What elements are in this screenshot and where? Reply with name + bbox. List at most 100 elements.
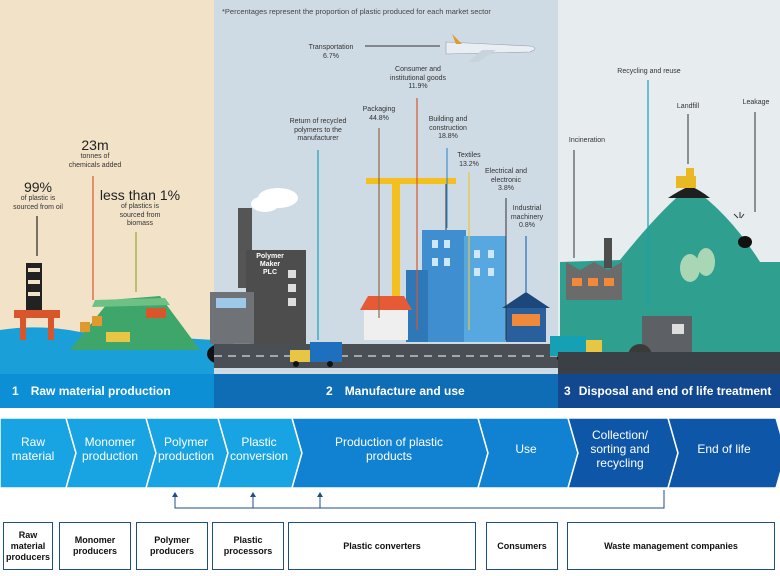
actor-polymer-1: Polymer — [154, 535, 190, 545]
chemicals-stat-text-1: tonnes of — [80, 153, 110, 160]
sector-textiles-pct: 13.2% — [459, 160, 479, 168]
sector-building-name-1: Building and — [428, 116, 468, 123]
return-label: Return of recycled polymers to the manuf… — [278, 118, 358, 144]
sector-building-pct: 18.8% — [438, 133, 458, 140]
sector-machinery: Industrial machinery 0.8% — [502, 205, 552, 231]
biomass-stat-text-1: of plastics is — [120, 203, 160, 210]
chain-end-of-life-1: End of life — [697, 442, 751, 456]
shop-icon — [360, 296, 412, 340]
chain-end-of-life: End of life — [676, 418, 772, 480]
actor-consumers: Consumers — [486, 522, 558, 570]
leakage-bag-icon — [733, 212, 752, 248]
stage-manufacture: 2 Manufacture and use — [214, 374, 558, 408]
actor-monomer-2: producers — [72, 546, 117, 556]
sector-packaging: Packaging 44.8% — [354, 106, 404, 123]
chain-raw-material-1: Raw — [20, 435, 45, 449]
chemicals-stat: 23m tonnes of chemicals added — [60, 138, 130, 170]
sector-building-name-2: construction — [429, 124, 467, 132]
factory-sign: Polymer Maker PLC — [250, 253, 290, 277]
stage-disposal: 3 Disposal and end of life treatment — [558, 374, 780, 408]
sector-textiles: Textiles 13.2% — [446, 152, 492, 169]
disposal-road — [558, 352, 780, 374]
sector-electrical-name-1: Electrical and — [484, 168, 528, 175]
sector-building: Building and construction 18.8% — [416, 116, 480, 142]
oil-stat-text-1: of plastic is — [20, 195, 56, 202]
chain-collection-3: recycling — [596, 456, 644, 470]
sector-packaging-pct: 44.8% — [369, 114, 389, 122]
leakage-label: Leakage — [742, 99, 770, 106]
chain-use: Use — [486, 418, 566, 480]
return-label-1: Return of recycled — [289, 118, 347, 125]
return-label-2: polymers to the — [294, 126, 342, 134]
stage-raw-material: 1 Raw material production — [0, 374, 214, 408]
incineration-label: Incineration — [568, 137, 606, 144]
chain-monomer-2: production — [81, 449, 139, 463]
sector-machinery-name-1: Industrial — [512, 205, 542, 212]
landfill-label: Landfill — [676, 103, 700, 110]
stage-raw-material-label: Raw material production — [30, 384, 171, 398]
bulldozer-icon — [676, 168, 696, 188]
sector-consumer-goods-name-2: institutional goods — [389, 74, 447, 82]
biomass-stat-text-2: sourced from — [119, 211, 161, 219]
chain-conversion-1: Plastic — [241, 435, 277, 449]
cloud-icon — [251, 188, 298, 212]
oil-stat: 99% of plastic is sourced from oil — [8, 180, 68, 212]
factory-sign-3: PLC — [263, 269, 277, 276]
chain-collection-2: sorting and — [590, 442, 650, 456]
actor-raw-3: producers — [5, 551, 50, 562]
actor-processors-1: Plastic — [233, 535, 263, 545]
oil-rig-icon — [14, 263, 60, 340]
chain-polymer-2: production — [157, 449, 215, 463]
oil-stat-value: 99% — [23, 179, 53, 195]
biomass-stat-value: less than 1% — [99, 187, 181, 203]
sector-electrical: Electrical and electronic 3.8% — [474, 168, 538, 194]
sector-consumer-goods: Consumer and institutional goods 11.9% — [378, 66, 458, 92]
return-label-3: manufacturer — [297, 135, 339, 142]
actor-raw-1: Raw — [18, 529, 38, 540]
chain-raw-material-2: material — [11, 449, 55, 463]
actor-processors-2: processors — [223, 546, 273, 556]
recycling-label: Recycling and reuse — [617, 68, 681, 75]
actor-monomer-1: Monomer — [74, 535, 116, 545]
sector-electrical-name-2: electronic — [491, 176, 521, 184]
stage-manufacture-label: Manufacture and use — [344, 384, 465, 398]
factory-sign-1: Polymer — [256, 253, 284, 260]
sector-machinery-pct: 0.8% — [519, 222, 535, 229]
process-chain — [0, 417, 780, 489]
sector-consumer-goods-name-1: Consumer and — [395, 66, 441, 73]
chain-monomer-1: Monomer — [84, 435, 136, 449]
actor-polymer-2: producers — [149, 546, 194, 556]
actor-waste-management: Waste management companies — [567, 522, 775, 570]
landfill-pile — [668, 186, 710, 198]
sector-transportation-pct: 6.7% — [323, 52, 339, 60]
stage-disposal-label: Disposal and end of life treatment — [578, 384, 772, 398]
chain-products-2: products — [365, 449, 413, 463]
feedback-loop-arrows — [172, 490, 665, 509]
stage-manufacture-num: 2 — [326, 384, 333, 398]
sector-textiles-name: Textiles — [457, 152, 481, 159]
hill — [560, 186, 780, 374]
biomass-stat-text-3: biomass — [126, 220, 154, 227]
incinerator-icon — [566, 238, 622, 300]
actor-raw-2: material — [10, 540, 46, 551]
chain-conversion-2: conversion — [229, 449, 289, 463]
oil-stat-text-2: sourced from oil — [13, 203, 63, 211]
warehouse-icon — [502, 292, 550, 342]
chemicals-stat-value: 23m — [81, 137, 109, 153]
stage-disposal-num: 3 — [564, 384, 571, 398]
chemicals-stat-text-2: chemicals added — [68, 161, 122, 169]
farm-island-icon — [70, 296, 200, 350]
factory-sign-2: Maker — [259, 261, 281, 268]
sector-transportation-name: Transportation — [308, 44, 354, 51]
chain-use-1: Use — [515, 442, 537, 456]
chain-polymer-1: Polymer — [163, 435, 208, 449]
airplane-icon — [445, 34, 536, 62]
